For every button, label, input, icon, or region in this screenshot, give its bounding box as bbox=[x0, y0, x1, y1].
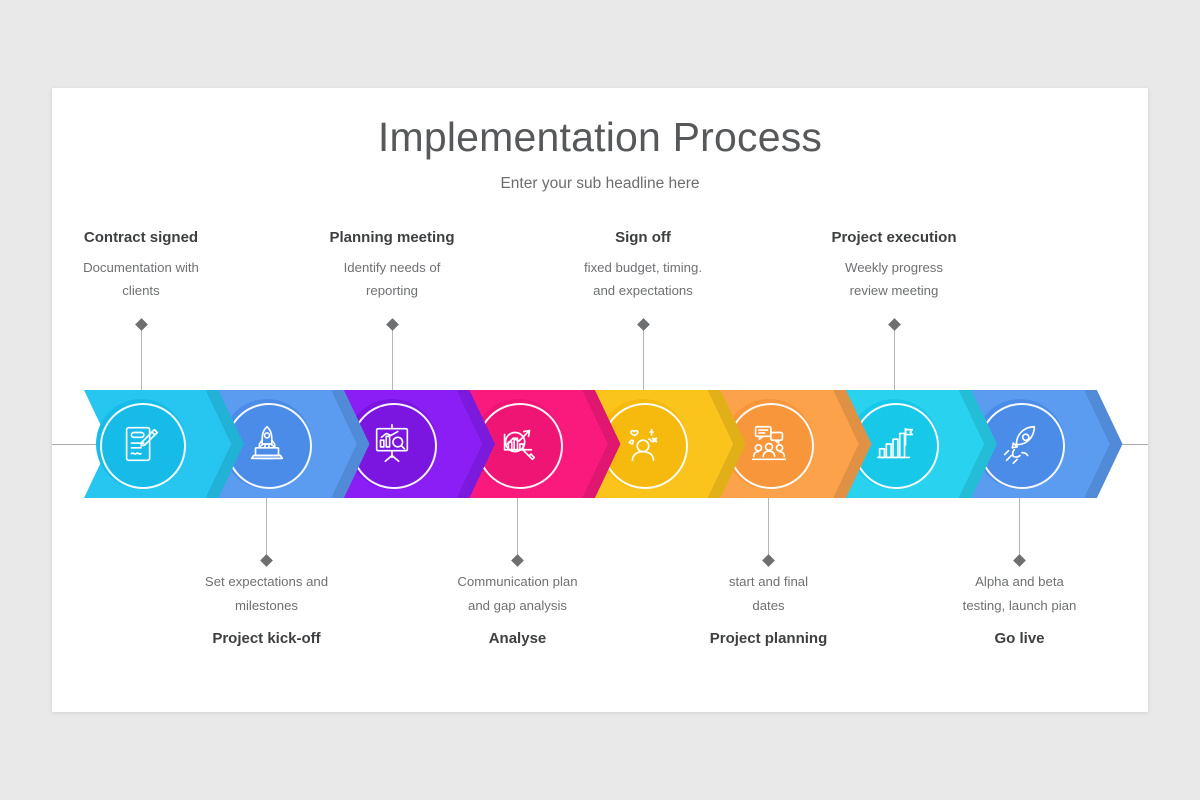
step-description-line2-7: review meeting bbox=[849, 283, 939, 298]
step-description-line2-2: milestones bbox=[234, 597, 299, 613]
step-description-line2-6: dates bbox=[752, 597, 785, 613]
connector-line-7 bbox=[893, 324, 895, 390]
step-title-5: Sign off bbox=[615, 229, 671, 246]
step-description-4: Communication plan and gap analysis bbox=[403, 570, 633, 617]
connector-line-5 bbox=[642, 324, 644, 390]
step-description-line1-5: fixed budget, timing. bbox=[583, 259, 703, 275]
slide-card: Implementation Process Enter your sub he… bbox=[52, 88, 1148, 712]
step-title-1: Contract signed bbox=[83, 229, 199, 246]
step-description-2: Set expectations and milestones bbox=[152, 570, 382, 617]
step-description-line1-1: Documentation with bbox=[83, 259, 199, 275]
step-label-8: Alpha and beta testing, launch pian Go liv… bbox=[905, 570, 1135, 649]
idea-person-icon bbox=[628, 428, 658, 462]
rocket-laptop-icon bbox=[250, 425, 283, 460]
step-icon-circle-4[interactable] bbox=[472, 399, 563, 489]
connector-diamond-5 bbox=[636, 318, 650, 331]
page-title: Implementation Process bbox=[377, 114, 823, 160]
page-subtitle: Enter your sub headline here bbox=[500, 175, 700, 193]
connector-diamond-6 bbox=[762, 554, 775, 567]
connector-diamond-1 bbox=[134, 318, 148, 331]
step-description-line1-2: Set expectations and bbox=[204, 574, 329, 589]
step-icon-circle-1[interactable] bbox=[96, 399, 186, 489]
process-step-4[interactable] bbox=[460, 390, 621, 498]
connector-line-1 bbox=[140, 324, 142, 390]
step-title-2: Project kick-off bbox=[212, 630, 321, 647]
step-description-line1-3: Identify needs of bbox=[343, 259, 441, 275]
chart-magnifier-icon bbox=[503, 429, 535, 461]
step-title-8: Go live bbox=[994, 630, 1045, 647]
connector-line-6 bbox=[768, 498, 769, 560]
process-step-8[interactable] bbox=[962, 390, 1123, 498]
step-description-8: Alpha and beta testing, launch pian bbox=[905, 570, 1135, 617]
step-description-3: Identify needs of reporting bbox=[277, 256, 507, 303]
step-description-line1-8: Alpha and beta bbox=[975, 574, 1064, 589]
step-description-7: Weekly progress review meeting bbox=[779, 256, 1009, 303]
step-description-line2-4: and gap analysis bbox=[468, 597, 567, 613]
step-title-4: Analyse bbox=[488, 630, 547, 647]
step-title-7: Project execution bbox=[831, 229, 957, 246]
contract-pen-icon bbox=[125, 426, 159, 462]
step-description-line2-8: testing, launch pian bbox=[962, 597, 1077, 613]
step-description-line2-1: clients bbox=[122, 283, 160, 298]
connector-diamond-2 bbox=[260, 554, 273, 567]
connector-diamond-3 bbox=[385, 318, 399, 331]
step-description-line2-3: reporting bbox=[365, 283, 419, 298]
connector-line-8 bbox=[1019, 498, 1020, 560]
connector-diamond-7 bbox=[887, 318, 901, 331]
step-description-1: Documentation with clients bbox=[26, 256, 256, 303]
step-description-line2-5: and expectations bbox=[593, 283, 693, 298]
step-title-3: Planning meeting bbox=[329, 229, 455, 246]
growth-flag-icon bbox=[876, 427, 914, 459]
process-step-7[interactable] bbox=[837, 390, 997, 498]
step-description-line1-6: start and final bbox=[728, 574, 809, 589]
team-meeting-icon bbox=[751, 425, 786, 461]
step-icon-circle-8[interactable] bbox=[974, 399, 1065, 489]
step-label-5: Sign off fixed budget, timing. and expecta… bbox=[528, 228, 758, 303]
process-chevron-band bbox=[52, 390, 1148, 498]
rocket-launch-icon bbox=[1003, 425, 1035, 464]
slide-header: Implementation Process Enter your sub he… bbox=[52, 114, 1148, 193]
step-title-6: Project planning bbox=[709, 630, 828, 647]
step-description-line1-4: Communication plan bbox=[457, 574, 578, 589]
connector-diamond-4 bbox=[511, 554, 524, 567]
step-description-5: fixed budget, timing. and expectations bbox=[528, 256, 758, 303]
step-description-line1-7: Weekly progress bbox=[845, 259, 943, 275]
process-step-1[interactable] bbox=[84, 390, 244, 498]
presentation-analysis-icon bbox=[375, 424, 409, 463]
connector-diamond-8 bbox=[1013, 554, 1026, 567]
process-step-5[interactable] bbox=[586, 390, 746, 498]
connector-line-4 bbox=[517, 498, 518, 560]
connector-line-3 bbox=[391, 324, 393, 390]
step-description-6: start and final dates bbox=[654, 570, 884, 617]
connector-line-2 bbox=[266, 498, 267, 560]
